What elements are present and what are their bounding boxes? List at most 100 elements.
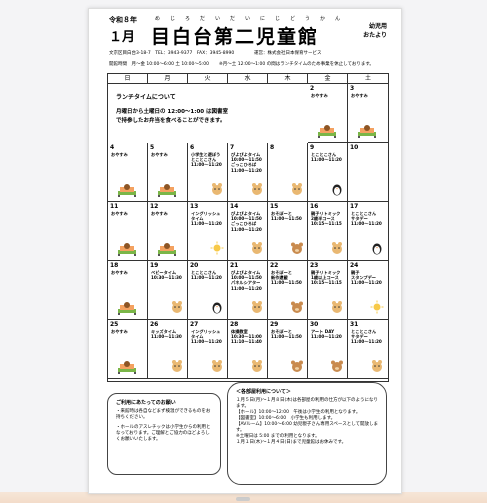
header-month: １月: [109, 30, 136, 45]
day-number: 21: [230, 262, 239, 269]
calendar: 日 月 火 水 木 金 土 1おやすみ2おやすみ3おやすみ4おやすみ5おやすみ6…: [107, 73, 389, 382]
header-hours: 開館時間 月〜金 10:00〜6:00 土 10:00〜5:00: [109, 62, 209, 67]
penguin-icon: [210, 299, 224, 314]
day-number: 4: [110, 144, 115, 151]
day-event-text: 親子リトミック 2歳半コース 10:15〜11:15: [311, 211, 342, 227]
day-event-text: おやすみ: [311, 93, 328, 98]
animal-icon: [210, 181, 224, 195]
day-event-text: おそぼーと 11:00〜11:50: [271, 211, 302, 222]
header-subtitle-line: おたより: [363, 32, 387, 39]
day-event-text: おやすみ: [111, 211, 128, 216]
calendar-day-10: 10: [348, 143, 388, 202]
room-usage-line: １月５日(月)〜１月８日(木)は各部屋の利用の仕方が以下のようになります。: [236, 398, 379, 409]
day-event-text: とことこさん 11:00〜11:20: [191, 270, 222, 281]
header-year: 令和８年: [109, 16, 137, 24]
day-number: 28: [230, 321, 239, 328]
weekday-label: 日: [108, 74, 148, 83]
bear-icon: [290, 358, 304, 372]
animal-icon: [170, 299, 184, 313]
day-number: 3: [350, 85, 355, 92]
bed-icon: [317, 123, 337, 138]
day-event-text: イングリッシュ タイム 11:00〜11:20: [191, 211, 222, 227]
day-event-text: おやすみ: [351, 93, 368, 98]
day-event-text: とことこさん サタデー 11:00〜11:20: [351, 329, 382, 345]
day-number: 11: [110, 203, 119, 210]
day-number: 9: [310, 144, 315, 151]
animal-icon: [170, 358, 184, 372]
lunch-notice: ランチタイムについて 月曜日から土曜日の 12:00〜1:00 は図書室 で持参…: [108, 84, 308, 143]
day-number: 27: [190, 321, 199, 328]
day-number: 19: [150, 262, 159, 269]
animal-icon: [330, 299, 344, 313]
animal-icon: [250, 299, 264, 313]
lunch-body: 月曜日から土曜日の 12:00〜1:00 は図書室 で持参したお弁当を食べること…: [116, 109, 229, 124]
day-number: 25: [110, 321, 119, 328]
day-number: 6: [190, 144, 195, 151]
day-number: 14: [230, 203, 239, 210]
header-note: ※月〜土 12:00〜1:00 の間はランチタイムのため事業を休止しております。: [219, 62, 374, 67]
day-number: 8: [270, 144, 275, 151]
day-number: 30: [310, 321, 319, 328]
penguin-icon: [330, 181, 344, 196]
calendar-day-8: 8: [268, 143, 308, 202]
day-number: 26: [150, 321, 159, 328]
day-number: 22: [270, 262, 279, 269]
room-usage-line: 【図書室】10:00〜6:00 小学生も利用します。: [236, 416, 336, 421]
day-number: 15: [270, 203, 279, 210]
scroll-indicator[interactable]: [236, 497, 250, 501]
animal-icon: [210, 358, 224, 372]
day-event-text: とことこさん サタデー 11:00〜11:20: [351, 211, 382, 227]
animal-icon: [370, 358, 384, 372]
day-event-text: おやすみ: [111, 152, 128, 157]
day-event-text: キッズタイム 11:00〜11:30: [151, 329, 182, 340]
usage-notice-box: ご利用にあたってのお願い ・来館時は各自などまず検温ができるものをお持ちください…: [107, 393, 221, 475]
day-number: 18: [110, 262, 119, 269]
room-usage-line: １月１日(木)〜１月４日(日)まで児童館はお休みです。: [236, 440, 347, 445]
bed-icon: [357, 123, 377, 138]
day-event-text: おやすみ: [151, 152, 168, 157]
bear-icon: [290, 299, 304, 313]
bear-icon: [330, 358, 344, 372]
day-number: 23: [310, 262, 319, 269]
header-subtitle-line: 幼児用: [368, 23, 387, 30]
day-event-text: ぴよぴよタイム 10:00〜11:50 パネルシアター 11:00〜11:20: [231, 270, 262, 291]
day-number: 20: [190, 262, 199, 269]
day-event-text: おやすみ: [111, 329, 128, 334]
day-event-text: とことこさん 11:00〜11:20: [311, 152, 342, 163]
day-event-text: おやすみ: [151, 211, 168, 216]
day-event-text: おそぼーと 11:00〜11:50: [271, 329, 302, 340]
calendar-grid: 1おやすみ2おやすみ3おやすみ4おやすみ5おやすみ6小学生と遊ぼう とことこさん…: [108, 84, 388, 379]
animal-icon: [250, 181, 264, 195]
day-number: 31: [350, 321, 359, 328]
room-usage-box: ＜各部屋利用について＞ １月５日(月)〜１月８日(木)は各部屋の利用の仕方が以下…: [227, 382, 387, 485]
bed-icon: [117, 241, 137, 256]
day-event-text: 体操教室 10:30〜11:00 11:10〜11:40: [231, 329, 262, 345]
newsletter-page: 令和８年 １月 めじろだいだいにじどうかん 目白台第二児童館 幼児用 おたより …: [88, 8, 402, 494]
day-event-text: ぴよぴよタイム 10:00〜11:50 ごっこひろば 11:00〜11:20: [231, 211, 262, 232]
day-number: 17: [350, 203, 359, 210]
sun-icon: [210, 240, 224, 255]
bed-icon: [117, 182, 137, 197]
day-number: 10: [350, 144, 359, 151]
day-event-text: ぴよぴよタイム 10:00〜11:50 ごっこひろば 11:00〜11:20: [231, 152, 262, 173]
header-ruby: めじろだいだいにじどうかん: [155, 16, 351, 22]
room-usage-line: ※土曜日は 5:00 までの利用となります。: [236, 434, 320, 439]
day-number: 29: [270, 321, 279, 328]
room-usage-title: ＜各部屋利用について＞: [236, 389, 291, 395]
weekday-label: 水: [228, 74, 268, 83]
